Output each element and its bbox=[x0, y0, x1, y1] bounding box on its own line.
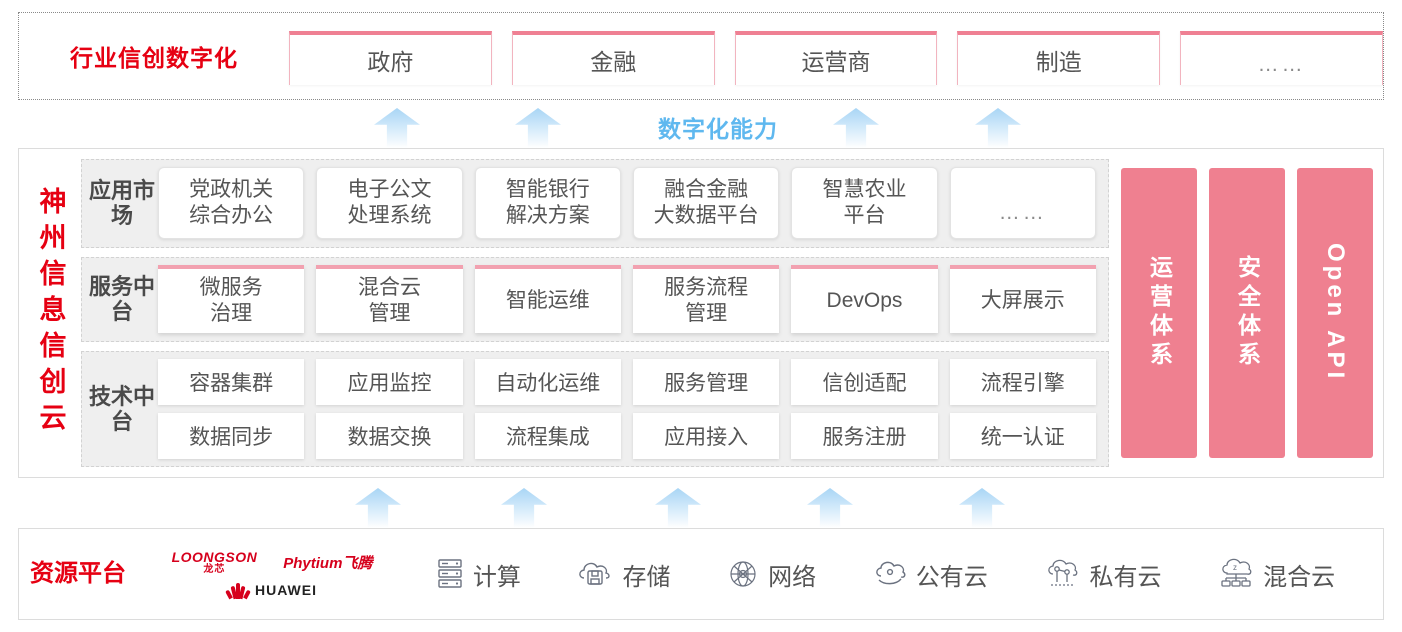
cloud-pillar-list: 运营体系 安全体系 Open API bbox=[1121, 159, 1373, 467]
resource-item-label-storage: 存储 bbox=[622, 563, 671, 591]
resource-item-private-cloud[interactable]: 私有云 bbox=[1043, 557, 1161, 592]
technical-platform-row-2: 数据同步 数据交换 流程集成 应用接入 服务注册 统一认证 bbox=[158, 413, 1096, 459]
svc-card-devops[interactable]: DevOps bbox=[791, 265, 938, 334]
pillar-open-api[interactable]: Open API bbox=[1297, 168, 1373, 458]
pillar-security-system[interactable]: 安全体系 bbox=[1209, 168, 1285, 458]
vendor-logo-row-2: HUAWEI bbox=[225, 581, 317, 599]
resource-platform-title: 资源平台 bbox=[30, 559, 126, 587]
up-arrow-icon bbox=[515, 108, 561, 148]
tech-card-service-registry[interactable]: 服务注册 bbox=[791, 413, 938, 459]
pillar-operations-system[interactable]: 运营体系 bbox=[1121, 168, 1197, 458]
pillar-label-security-system: 安全体系 bbox=[1234, 255, 1261, 371]
app-card-e-document-system[interactable]: 电子公文 处理系统 bbox=[316, 167, 463, 240]
loongson-logo-cn: 龙芯 bbox=[203, 563, 226, 575]
resource-item-storage[interactable]: 存储 bbox=[576, 557, 670, 592]
app-card-integrated-finance-bigdata[interactable]: 融合金融 大数据平台 bbox=[632, 167, 780, 240]
technical-platform-row-1: 容器集群 应用监控 自动化运维 服务管理 信创适配 流程引擎 bbox=[158, 359, 1096, 405]
tech-card-application-monitoring[interactable]: 应用监控 bbox=[316, 359, 463, 405]
resource-item-label-compute: 计算 bbox=[472, 563, 521, 591]
resource-item-compute[interactable]: 计算 bbox=[435, 557, 521, 592]
huawei-logo: HUAWEI bbox=[225, 581, 317, 599]
phytium-logo: Phytium飞腾 bbox=[283, 554, 373, 572]
up-arrow-icon bbox=[655, 488, 701, 528]
cloud-platform-title-text: 神州信息信创云 bbox=[35, 187, 66, 439]
tech-card-xinchuang-adaptation[interactable]: 信创适配 bbox=[791, 359, 938, 405]
tech-card-automated-ops[interactable]: 自动化运维 bbox=[474, 359, 621, 405]
industry-card-telecom[interactable]: 运营商 bbox=[734, 31, 938, 85]
svc-card-service-process-management[interactable]: 服务流程 管理 bbox=[632, 265, 780, 334]
resource-item-public-cloud[interactable]: 公有云 bbox=[872, 557, 988, 592]
cloud-platform-title: 神州信息信创云 bbox=[19, 149, 81, 477]
industry-band-title: 行业信创数字化 bbox=[70, 45, 238, 71]
huawei-petals-icon bbox=[225, 581, 251, 599]
hybrid-cloud-icon: z bbox=[1217, 558, 1255, 590]
industry-card-list: 政府 金融 运营商 制造 …… bbox=[289, 13, 1383, 99]
cloud-platform-box: 神州信息信创云 应用市场 党政机关 综合办公 电子公文 处理系统 智能银行 解决… bbox=[18, 148, 1384, 478]
tech-card-container-cluster[interactable]: 容器集群 bbox=[158, 359, 305, 405]
industry-card-manufacturing[interactable]: 制造 bbox=[957, 31, 1161, 85]
resource-platform-band: 资源平台 LOONGSON 龙芯 Phytium飞腾 HUAWEI bbox=[18, 528, 1384, 620]
network-icon bbox=[726, 558, 760, 590]
industry-card-more[interactable]: …… bbox=[1180, 31, 1383, 85]
resource-item-network[interactable]: 网络 bbox=[726, 557, 816, 592]
server-icon bbox=[435, 557, 465, 591]
vendor-logo-row-1: LOONGSON 龙芯 Phytium飞腾 bbox=[172, 550, 373, 575]
app-card-smart-bank-solution[interactable]: 智能银行 解决方案 bbox=[474, 167, 621, 240]
up-arrow-icon bbox=[501, 488, 547, 528]
resource-item-label-hybrid-cloud: 混合云 bbox=[1263, 563, 1336, 591]
industry-band: 行业信创数字化 政府 金融 运营商 制造 …… bbox=[18, 12, 1384, 100]
industry-card-finance[interactable]: 金融 bbox=[511, 31, 715, 85]
vendor-logo-group: LOONGSON 龙芯 Phytium飞腾 HUAWEI bbox=[137, 550, 407, 599]
huawei-wordmark: HUAWEI bbox=[255, 581, 317, 598]
up-arrow-icon bbox=[833, 108, 879, 148]
resource-item-hybrid-cloud[interactable]: z 混合云 bbox=[1217, 557, 1335, 592]
industry-card-government[interactable]: 政府 bbox=[289, 31, 492, 85]
up-arrow-icon bbox=[959, 488, 1005, 528]
tech-card-service-management[interactable]: 服务管理 bbox=[632, 359, 780, 405]
tech-card-process-integration[interactable]: 流程集成 bbox=[474, 413, 621, 459]
app-card-smart-agriculture[interactable]: 智慧农业 平台 bbox=[791, 167, 938, 240]
loongson-logo-en: LOONGSON bbox=[171, 548, 258, 565]
technical-platform-cards: 容器集群 应用监控 自动化运维 服务管理 信创适配 流程引擎 数据同步 数据交换… bbox=[158, 359, 1096, 459]
up-arrow-icon bbox=[355, 488, 401, 528]
svc-card-hybrid-cloud-management[interactable]: 混合云 管理 bbox=[316, 265, 463, 334]
svc-card-bigscreen-display[interactable]: 大屏展示 bbox=[949, 265, 1096, 334]
tech-card-application-access[interactable]: 应用接入 bbox=[632, 413, 780, 459]
app-card-party-government-office[interactable]: 党政机关 综合办公 bbox=[158, 167, 305, 240]
application-market-cards: 党政机关 综合办公 电子公文 处理系统 智能银行 解决方案 融合金融 大数据平台… bbox=[158, 167, 1096, 240]
layer-label-application-market: 应用市场 bbox=[88, 178, 155, 229]
tech-card-data-sync[interactable]: 数据同步 bbox=[158, 413, 305, 459]
resource-item-label-private-cloud: 私有云 bbox=[1089, 563, 1162, 591]
pillar-label-operations-system: 运营体系 bbox=[1146, 255, 1173, 371]
loongson-logo: LOONGSON 龙芯 bbox=[172, 550, 258, 575]
layer-label-technical-platform: 技术中台 bbox=[88, 383, 155, 434]
cloud-platform-main: 应用市场 党政机关 综合办公 电子公文 处理系统 智能银行 解决方案 融合金融 … bbox=[81, 149, 1383, 477]
layer-technical-platform: 技术中台 容器集群 应用监控 自动化运维 服务管理 信创适配 流程引擎 数据同步… bbox=[81, 351, 1109, 467]
service-platform-cards: 微服务 治理 混合云 管理 智能运维 服务流程 管理 DevOps 大屏展示 bbox=[158, 265, 1096, 334]
svc-card-intelligent-ops[interactable]: 智能运维 bbox=[474, 265, 621, 334]
tech-card-process-engine[interactable]: 流程引擎 bbox=[949, 359, 1096, 405]
layer-application-market: 应用市场 党政机关 综合办公 电子公文 处理系统 智能银行 解决方案 融合金融 … bbox=[81, 159, 1109, 248]
pillar-label-open-api: Open API bbox=[1322, 243, 1349, 383]
cloud-storage-icon bbox=[576, 558, 614, 590]
svg-text:z: z bbox=[1233, 563, 1237, 572]
resource-item-label-network: 网络 bbox=[768, 563, 817, 591]
layer-service-platform: 服务中台 微服务 治理 混合云 管理 智能运维 服务流程 管理 DevOps 大… bbox=[81, 256, 1109, 343]
tech-card-data-exchange[interactable]: 数据交换 bbox=[316, 413, 463, 459]
layer-label-service-platform: 服务中台 bbox=[88, 274, 155, 325]
public-cloud-icon bbox=[872, 559, 908, 589]
up-arrow-icon bbox=[374, 108, 420, 148]
capability-arrow-strip-top: 数字化能力 bbox=[18, 104, 1384, 148]
cloud-layer-list: 应用市场 党政机关 综合办公 电子公文 处理系统 智能银行 解决方案 融合金融 … bbox=[81, 159, 1109, 467]
resource-arrow-strip-bottom bbox=[18, 486, 1384, 528]
app-card-more[interactable]: …… bbox=[949, 167, 1096, 240]
resource-item-label-public-cloud: 公有云 bbox=[915, 563, 988, 591]
tech-card-unified-authentication[interactable]: 统一认证 bbox=[949, 413, 1096, 459]
resource-item-list: 计算 存储 bbox=[407, 557, 1383, 592]
svc-card-microservice-governance[interactable]: 微服务 治理 bbox=[158, 265, 305, 334]
private-cloud-icon bbox=[1043, 558, 1081, 590]
capability-label: 数字化能力 bbox=[658, 116, 778, 142]
up-arrow-icon bbox=[975, 108, 1021, 148]
up-arrow-icon bbox=[807, 488, 853, 528]
